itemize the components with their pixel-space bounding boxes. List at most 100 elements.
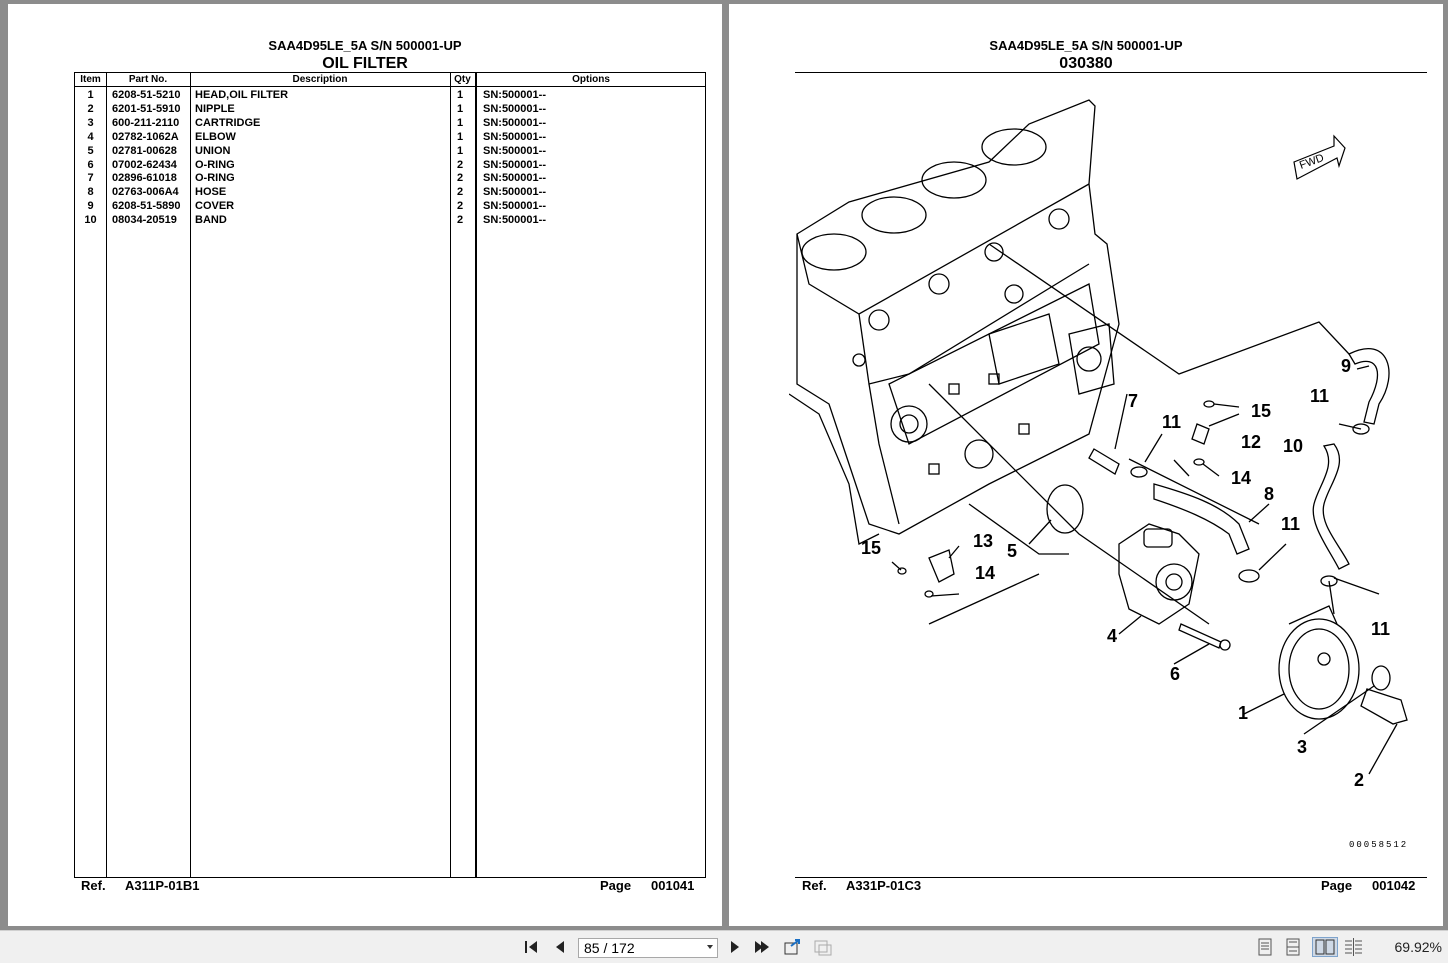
page-title: OIL FILTER: [322, 55, 408, 72]
header-options: Options: [572, 74, 610, 85]
cell-options: SN:500001--: [483, 102, 546, 115]
previous-page-button[interactable]: [550, 938, 570, 956]
header-item: Item: [80, 74, 101, 85]
continuous-page-icon: [1286, 938, 1300, 956]
forward-view-icon: [814, 940, 832, 956]
go-forward-view-button[interactable]: [813, 938, 833, 956]
cell-item: 9: [87, 200, 94, 213]
cell-description: NIPPLE: [195, 102, 235, 115]
facing-pages-view-button[interactable]: [1312, 937, 1338, 957]
callout-8: 8: [1264, 484, 1274, 504]
page-number: 001041: [651, 878, 695, 893]
next-page-icon: [731, 941, 739, 953]
page-label: Page: [600, 878, 632, 893]
header-part-no: Part No.: [128, 74, 168, 85]
cell-part-no: 08034-20519: [112, 214, 177, 227]
right-page: SAA4D95LE_5A S/N 500001-UP 030380: [729, 4, 1443, 926]
viewer-toolbar: 85 / 172 69.92%: [0, 930, 1448, 963]
model-header: SAA4D95LE_5A S/N 500001-UP: [989, 38, 1183, 53]
cell-item: 5: [87, 144, 94, 157]
callout-11b: 11: [1162, 412, 1181, 432]
cell-item: 4: [87, 130, 94, 143]
ref-value: A311P-01B1: [125, 878, 200, 893]
page-number-input[interactable]: 85 / 172: [578, 938, 718, 958]
back-view-icon: [784, 939, 800, 955]
cell-qty: 2: [457, 158, 464, 171]
facing-continuous-icon: [1345, 938, 1362, 956]
go-back-view-button[interactable]: [783, 938, 803, 956]
page-footer: Ref. A331P-01C3 Page 001042: [729, 878, 1443, 898]
cell-options: SN:500001--: [483, 172, 546, 185]
callout-15a: 15: [1251, 401, 1271, 421]
callout-1: 1: [1238, 703, 1248, 723]
callout-5: 5: [1007, 541, 1017, 561]
cell-description: CARTRIDGE: [195, 116, 261, 129]
zoom-level[interactable]: 69.92%: [1394, 939, 1442, 955]
cell-description: HEAD,OIL FILTER: [195, 89, 289, 101]
page-indicator: 85 / 172: [584, 940, 635, 956]
cell-part-no: 02782-1062A: [112, 130, 179, 143]
last-page-icon: [755, 941, 769, 953]
first-page-button[interactable]: [522, 938, 542, 956]
cell-item: 8: [87, 186, 94, 199]
callout-15b: 15: [861, 538, 881, 558]
exploded-parts-diagram: FWD 9 11 10 15 12 7 11 14 8 11 15 13 5 1…: [789, 99, 1408, 790]
chevron-down-icon[interactable]: [707, 945, 713, 949]
cell-qty: 1: [457, 89, 464, 101]
last-page-button[interactable]: [752, 938, 772, 956]
page-footer: Ref. A311P-01B1 Page 001041: [8, 878, 722, 898]
callout-13: 13: [973, 531, 993, 551]
table-header: Item Part No. Description Qty Options: [75, 73, 705, 87]
callout-14a: 14: [1231, 468, 1251, 488]
cell-part-no: 6208-51-5210: [112, 89, 181, 101]
cell-description: COVER: [195, 200, 235, 213]
cell-description: BAND: [195, 214, 227, 227]
ref-value: A331P-01C3: [846, 878, 922, 893]
cell-part-no: 6208-51-5890: [112, 200, 181, 213]
cell-description: O-RING: [195, 172, 235, 185]
first-page-icon: [525, 941, 537, 953]
callout-11a: 11: [1310, 386, 1329, 406]
cell-part-no: 600-211-2110: [112, 116, 180, 129]
table-row: 2 6201-51-5910 NIPPLE 1 SN:500001--: [75, 102, 705, 116]
cell-item: 6: [87, 158, 94, 171]
header-description: Description: [292, 74, 348, 85]
cell-part-no: 6201-51-5910: [112, 102, 181, 115]
cell-options: SN:500001--: [483, 186, 546, 199]
callout-11d: 11: [1371, 619, 1390, 639]
cell-description: UNION: [195, 144, 231, 157]
single-page-view-button[interactable]: [1255, 938, 1275, 956]
callout-9: 9: [1341, 356, 1351, 376]
model-header: SAA4D95LE_5A S/N 500001-UP: [268, 38, 462, 53]
cell-description: O-RING: [195, 158, 235, 171]
cell-item: 3: [87, 116, 94, 129]
callout-11c: 11: [1281, 514, 1300, 534]
ref-label: Ref.: [802, 878, 827, 893]
continuous-view-button[interactable]: [1283, 938, 1303, 956]
page-label: Page: [1321, 878, 1353, 893]
callout-14b: 14: [975, 563, 995, 583]
cell-part-no: 02896-61018: [112, 172, 177, 185]
cell-description: HOSE: [195, 186, 227, 199]
cell-item: 1: [87, 89, 94, 101]
cell-qty: 1: [457, 102, 464, 115]
next-page-button[interactable]: [725, 938, 745, 956]
cell-qty: 2: [457, 186, 464, 199]
cell-qty: 1: [457, 144, 464, 157]
callout-2: 2: [1354, 770, 1364, 790]
facing-continuous-view-button[interactable]: [1344, 938, 1364, 956]
cell-qty: 1: [457, 130, 464, 143]
cell-item: 10: [84, 214, 97, 227]
cell-options: SN:500001--: [483, 130, 546, 143]
cell-item: 2: [87, 102, 94, 115]
left-page: SAA4D95LE_5A S/N 500001-UP OIL FILTER It…: [8, 4, 722, 926]
cell-options: SN:500001--: [483, 144, 546, 157]
callout-4: 4: [1107, 626, 1117, 646]
